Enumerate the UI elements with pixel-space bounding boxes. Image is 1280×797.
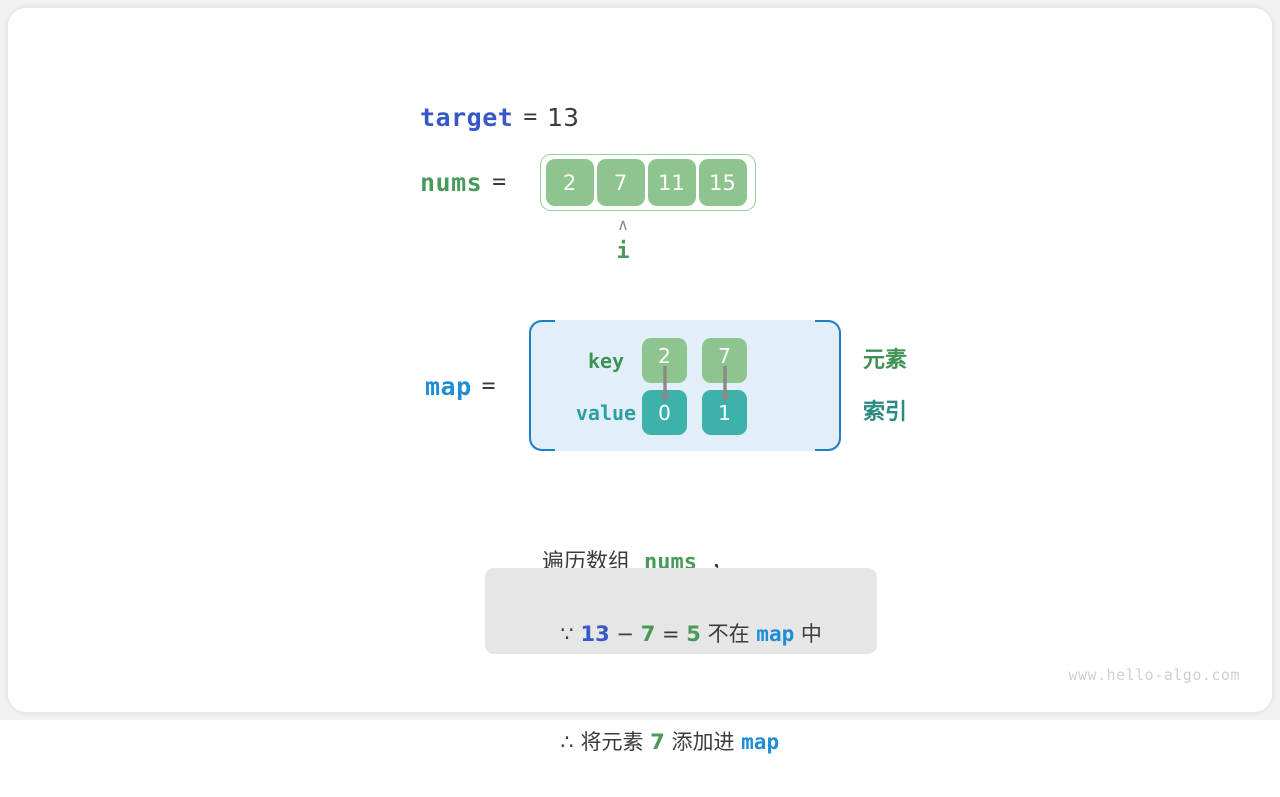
target-assignment-row: target = 13 (420, 100, 579, 134)
index-pointer-label: i (616, 239, 630, 264)
because-symbol-icon: ∵ (560, 622, 574, 647)
note-map-ref: map (741, 730, 780, 755)
nums-variable-label: nums (420, 167, 483, 197)
note-text-not-in: 不在 (707, 622, 750, 647)
nums-cell: 15 (698, 159, 747, 206)
index-pointer-caret-icon: ∧ (617, 215, 629, 234)
nums-cell: 11 (647, 159, 696, 206)
map-equals-sign: = (481, 373, 496, 399)
map-value-cell: 1 (702, 390, 747, 435)
diagram-canvas: target = 13 nums = 2 7 11 15 ∧ i map = k… (0, 0, 1280, 754)
map-grid: key value 2 7 0 1 (529, 320, 841, 451)
explanation-box: ∵ 13 − 7 = 5 不在 map 中 ∴ 将元素 7 添加进 map (485, 568, 877, 754)
diagram-card: target = 13 nums = 2 7 11 15 ∧ i map = k… (8, 8, 1272, 754)
target-value: 13 (547, 102, 579, 132)
map-bracket-left-icon (529, 320, 555, 451)
nums-array: 2 7 11 15 (540, 154, 756, 211)
target-equals-sign: = (523, 104, 538, 130)
annotation-element: 元素 (863, 348, 908, 373)
key-to-value-arrow-icon (720, 366, 730, 403)
note-remainder: 5 (686, 622, 701, 647)
key-to-value-arrow-icon (660, 366, 670, 403)
map-key-row-label: key (587, 349, 625, 373)
watermark: www.hello-algo.com (1068, 666, 1240, 684)
note-target-value: 13 (580, 622, 610, 647)
explanation-line-2: ∴ 将元素 7 添加进 map (507, 688, 855, 796)
note-text-add-element: 将元素 (580, 730, 644, 755)
target-variable-label: target (420, 102, 514, 132)
map-bracket-right-icon (815, 320, 841, 451)
nums-cell: 7 (596, 159, 645, 206)
note-added-element: 7 (650, 730, 665, 755)
annotation-index: 索引 (863, 400, 908, 425)
nums-assignment-row: nums = (420, 164, 516, 200)
map-assignment-row: map = (425, 369, 506, 403)
explanation-line-1: ∵ 13 − 7 = 5 不在 map 中 (507, 580, 855, 688)
note-equals-sign: = (662, 622, 680, 647)
note-text-add-into: 添加进 (671, 730, 735, 755)
map-value-row-label: value (575, 401, 637, 425)
note-minus-sign: − (616, 622, 634, 647)
map-variable-label: map (425, 371, 472, 401)
map-container: key value 2 7 0 1 (529, 320, 841, 451)
nums-equals-sign: = (492, 169, 507, 195)
therefore-symbol-icon: ∴ (560, 730, 574, 755)
nums-cell: 2 (545, 159, 594, 206)
note-current-element: 7 (640, 622, 656, 647)
note-text-in: 中 (800, 622, 822, 647)
note-map-ref: map (756, 622, 795, 647)
